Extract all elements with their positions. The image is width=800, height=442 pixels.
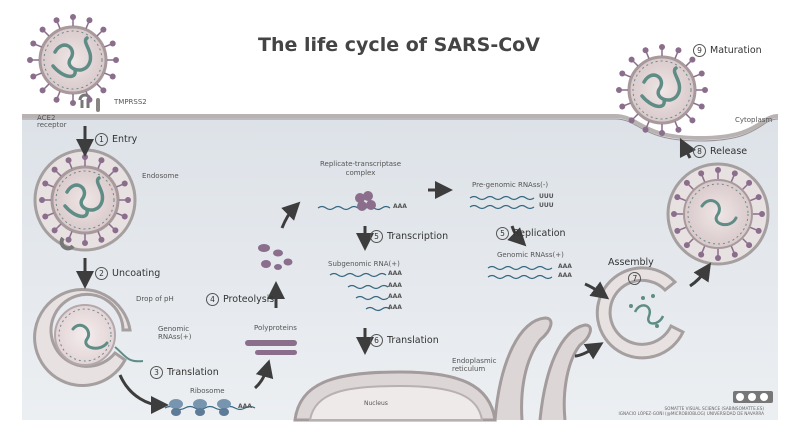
cleaved-proteins	[258, 244, 293, 270]
aaa-tail-gen1: AAA	[558, 263, 572, 270]
flow-arrows	[76, 126, 711, 414]
endosome-label: Endosome	[142, 172, 179, 180]
spike-proteins	[27, 14, 119, 106]
page-title: The life cycle of SARS-CoV	[258, 34, 540, 56]
genomic-right-label: Genomic RNAss(+)	[497, 251, 564, 259]
license-badge	[733, 391, 773, 403]
credit: SOMATTE VISUAL SCIENCE (SABINSOMATTE.ES)…	[618, 406, 764, 417]
replicase-complex	[317, 191, 391, 211]
polyproteins-label: Polyproteins	[254, 324, 297, 332]
spike-proteins	[671, 167, 765, 261]
subgenomic-strands	[329, 272, 391, 312]
aaa-tail-sub2: AAA	[388, 282, 402, 289]
virus-entering	[38, 25, 108, 95]
rtc-label: Replicate-transcriptase complex	[320, 160, 402, 177]
cytoplasm-label: Cytoplasm	[735, 116, 773, 124]
ribosome-label: Ribosome	[190, 387, 225, 395]
spike-proteins	[39, 154, 131, 246]
pregenomic-strands	[469, 195, 535, 210]
uuu-tail-2: UUU	[539, 202, 554, 209]
subgenomic-label: Subgenomic RNA(+)	[328, 260, 400, 268]
genomic-strands	[487, 265, 553, 280]
uncoating-endosome	[33, 288, 144, 388]
ribosome-translation	[164, 399, 256, 416]
aaa-tail-gen2: AAA	[558, 272, 572, 279]
tmprss2-label: TMPRSS2	[114, 98, 147, 106]
uuu-tail-1: UUU	[539, 193, 554, 200]
genomic-left-label: Genomic RNAss(+)	[158, 325, 192, 342]
er-label: Endoplasmic reticulum	[452, 357, 497, 374]
drop-ph-label: Drop of pH	[136, 295, 174, 303]
spike-proteins	[616, 44, 708, 136]
nucleus-er	[293, 316, 592, 422]
polyproteins	[245, 340, 297, 355]
aaa-tail-sub4: AAA	[388, 304, 402, 311]
aaa-tail-sub1: AAA	[388, 270, 402, 277]
aaa-tail-rtc: AAA	[393, 203, 407, 210]
nucleus-label: Nucleus	[364, 400, 388, 407]
plasma-membrane	[22, 114, 779, 141]
assembly-vesicle	[595, 266, 685, 360]
aaa-tail-sub3: AAA	[388, 293, 402, 300]
aaa-tail-ribo: AAA	[238, 403, 252, 410]
virus-mature	[627, 55, 697, 125]
ace2-label: ACE2 receptor	[37, 114, 67, 129]
pregenomic-label: Pre-genomic RNAss(-)	[472, 181, 549, 189]
